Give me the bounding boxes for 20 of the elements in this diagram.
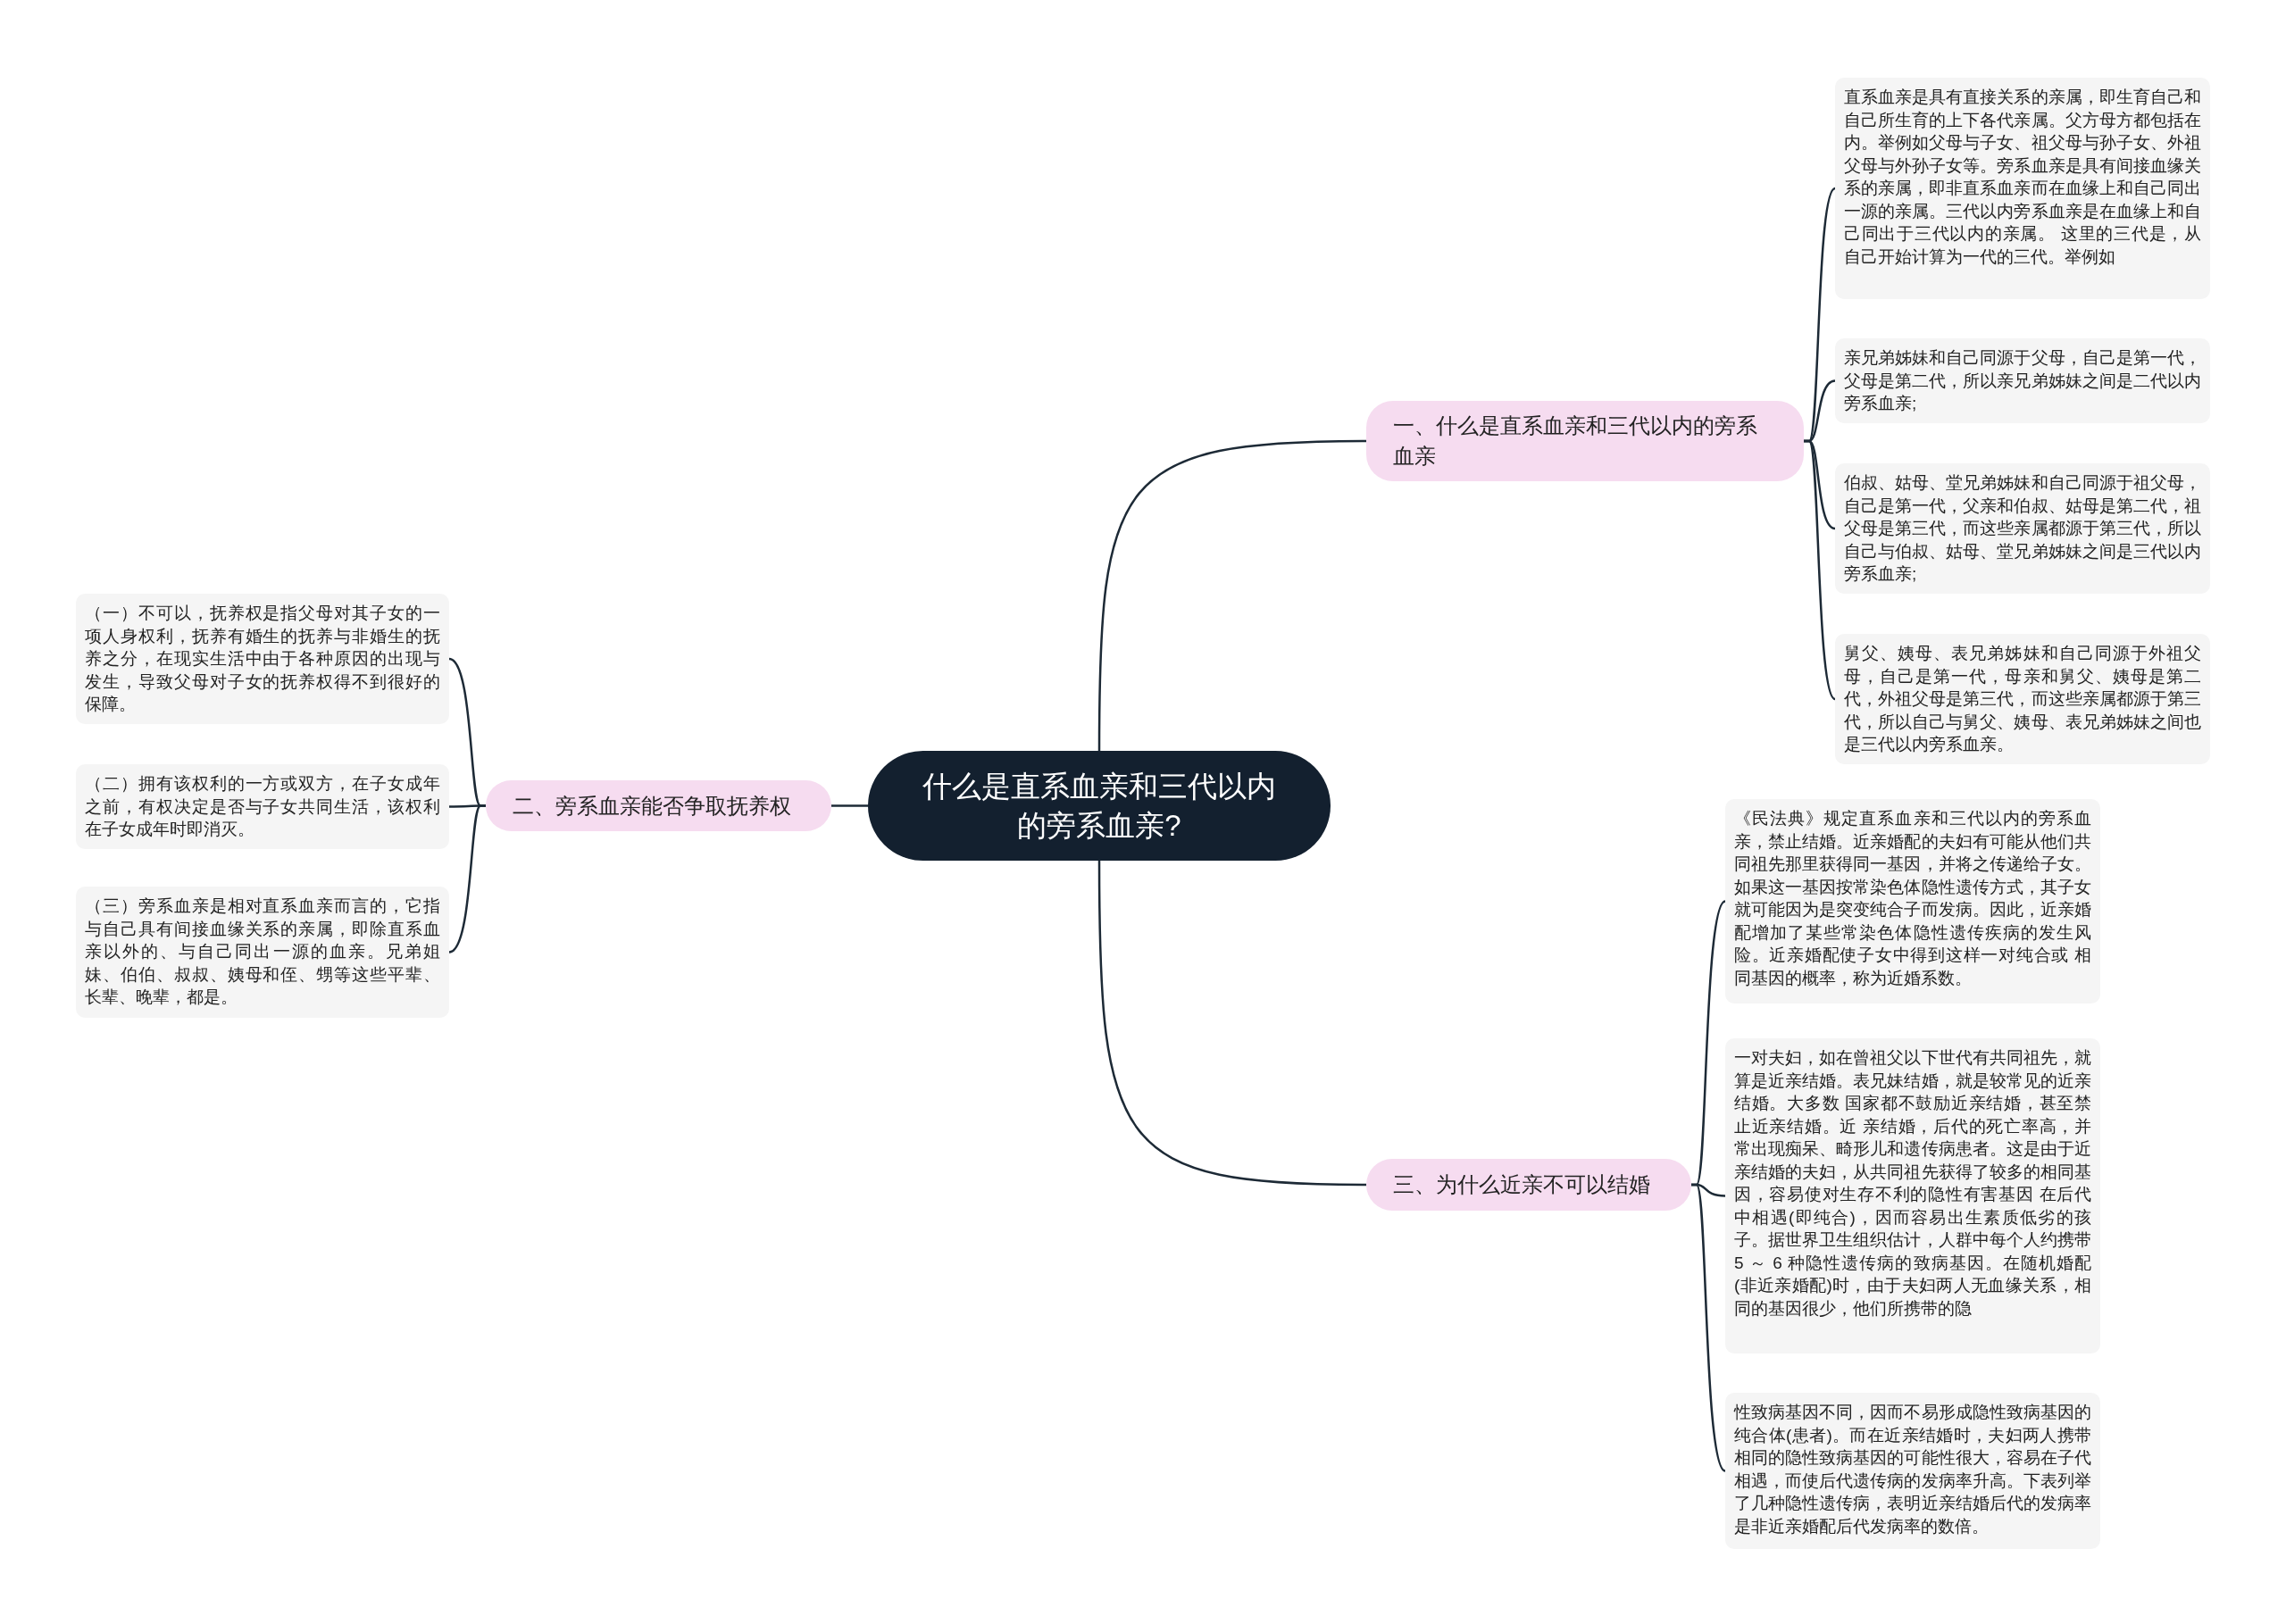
topic-box: 三、为什么近亲不可以结婚 xyxy=(1366,1159,1691,1211)
note-box: 亲兄弟姊妹和自己同源于父母，自己是第一代，父母是第二代，所以亲兄弟姊妹之间是二代以内旁系血亲; xyxy=(1835,338,2210,423)
topic-box: 二、旁系血亲能否争取抚养权 xyxy=(486,780,831,831)
connector xyxy=(1097,439,1366,751)
connector xyxy=(1097,861,1366,1187)
connector xyxy=(1804,439,1836,700)
note-box: 性致病基因不同，因而不易形成隐性致病基因的纯合体(患者)。而在近亲结婚时，夫妇两人携带相同的隐性致病基因的可能性很大，容易在子代相遇，而使后代遗传病的发病率升高。下表列举了几种隐性遗传病，表明近亲结婚后代的发病率是非近亲婚配后代发病率的数倍。 xyxy=(1725,1393,2100,1549)
note-box: （三）旁系血亲是相对直系血亲而言的，它指与自己具有间接血缘关系的亲属，即除直系血亲以外的、与自己同出一源的血亲。兄弟姐妹、伯伯、叔叔、姨母和侄、甥等这些平辈、长辈、晚辈，都是。 xyxy=(76,887,449,1018)
topic-box: 一、什么是直系血亲和三代以内的旁系血亲 xyxy=(1366,401,1804,481)
note-box: 直系血亲是具有直接关系的亲属，即生育自己和自己所生育的上下各代亲属。父方母方都包括在内。举例如父母与子女、祖父母与孙子女、外祖父母与外孙子女等。旁系血亲是具有间接血缘关系的亲属，即非直系血亲而在血缘上和自己同出一源的亲属。三代以内旁系血亲是在血缘上和自己同出于三代以内的亲属。 这里的三代是，从自己开始计算为一代的三代。举例如 xyxy=(1835,78,2210,299)
note-box: （二）拥有该权利的一方或双方，在子女成年之前，有权决定是否与子女共同生活，该权利在子女成年时即消灭。 xyxy=(76,764,449,849)
note-box: 《民法典》规定直系血亲和三代以内的旁系血亲，禁止结婚。近亲婚配的夫妇有可能从他们共同祖先那里获得同一基因，并将之传递给子女。如果这一基因按常染色体隐性遗传方式，其子女就可能因为是突变纯合子而发病。因此，近亲婚配增加了某些常染色体隐性遗传疾病的发生风险。近亲婚配使子女中得到这样一对纯合或 相同基因的概率，称为近婚系数。 xyxy=(1725,799,2100,1004)
connector xyxy=(448,804,486,954)
note-box: 伯叔、姑母、堂兄弟姊妹和自己同源于祖父母，自己是第一代，父亲和伯叔、姑母是第二代，祖父母是第三代，而这些亲属都源于第三代，所以自己与伯叔、姑母、堂兄弟姊妹之间是三代以内旁系血亲; xyxy=(1835,463,2210,594)
connector xyxy=(831,804,868,807)
note-box: 舅父、姨母、表兄弟姊妹和自己同源于外祖父母，自己是第一代，母亲和舅父、姨母是第二代，外祖父母是第三代，而这些亲属都源于第三代，所以自己与舅父、姨母、表兄弟姊妹之间也是三代以内旁系血亲。 xyxy=(1835,634,2210,764)
note-box: 一对夫妇，如在曾祖父以下世代有共同祖先，就算是近亲结婚。表兄妹结婚，就是较常见的近亲结婚。大多数 国家都不鼓励近亲结婚，甚至禁止近亲结婚。近 亲结婚，后代的死亡率高，并常出现痴呆、畸形儿和遗传病患者。这是由于近亲结婚的夫妇，从共同祖先获得了较多的相同基因，容易使对生存不利的隐性有害基因 在后代中相遇(即纯合)，因而容易出生素质低劣的孩子。据世界卫生组织估计，人群中每个人约携带 5 ～ 6 种隐性遗传病的致病基因。在随机婚配(非近亲婚配)时，由于夫妇两人无血缘关系，相同的基因很少，他们所携带的隐 xyxy=(1725,1038,2100,1353)
connector xyxy=(1691,1183,1726,1472)
central-topic: 什么是直系血亲和三代以内的旁系血亲? xyxy=(868,751,1331,861)
note-box: （一）不可以，抚养权是指父母对其子女的一项人身权利，抚养有婚生的抚养与非婚生的抚养之分，在现实生活中由于各种原因的出现与发生，导致父母对子女的抚养权得不到很好的保障。 xyxy=(76,594,449,724)
